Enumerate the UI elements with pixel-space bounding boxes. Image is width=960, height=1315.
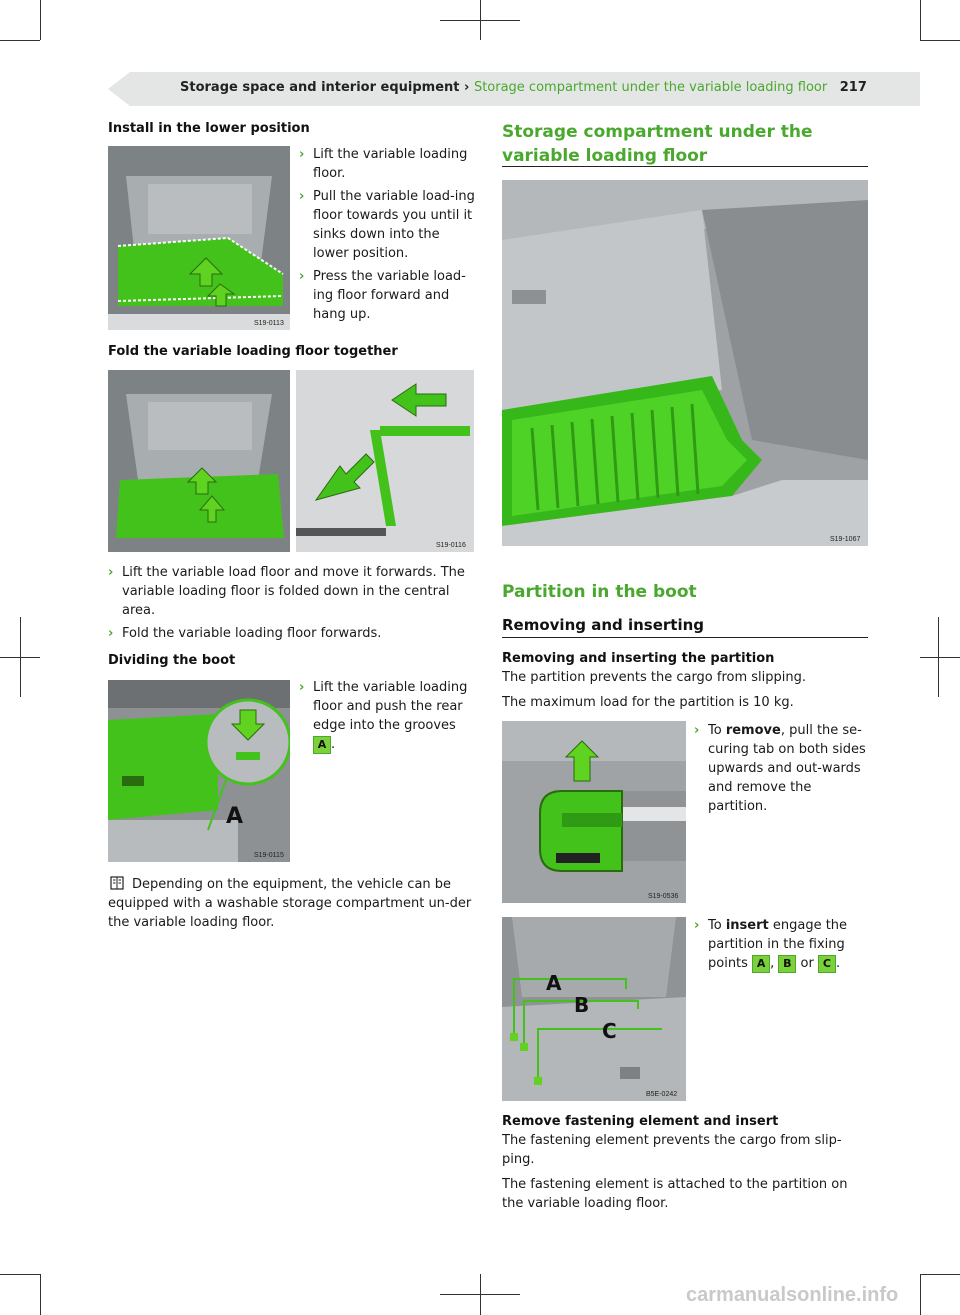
crop-mark [0,40,40,41]
figure-code: B5E-0242 [646,1091,678,1098]
list-item: ›Lift the variable load floor and move i… [108,565,465,618]
figure-storage-compartment: S19-1067 [502,180,868,546]
list-item: ›Pull the variable load-ing floor toward… [299,189,475,261]
crop-mark [920,1274,960,1275]
fasten-block: Remove fastening element and insert The … [502,1112,868,1213]
crop-mark [40,0,41,40]
page-number: 217 [839,80,867,95]
subtitle-rule [502,637,868,638]
figure-fold-photo [108,370,290,552]
crop-mark [920,1274,921,1315]
key-a: A [752,954,771,973]
divide-heading: Dividing the boot [108,653,236,668]
list-item: ›Lift the variable loading floor. [299,147,468,181]
header-tab-shape [108,72,920,106]
header-section: Storage space and interior equipment [180,80,460,95]
crop-mark [40,1274,41,1315]
remove-insert-text2: The maximum load for the partition is 10… [502,695,794,710]
list-item: ›To insert engage the partition in the f… [694,918,848,973]
info-book-icon [110,876,124,890]
list-item: ›Press the variable load-ing floor forwa… [299,269,466,322]
note: Depending on the equipment, the vehicle … [108,875,474,932]
fold-heading: Fold the variable loading floor together [108,344,398,359]
watermark: carmanualsonline.info [686,1284,899,1306]
list-item: ›To remove, pull the se-curing tab on bo… [694,723,866,814]
install-steps: ›Lift the variable loading floor. ›Pull … [299,145,477,328]
list-item: ›Lift the variable loading floor and pus… [299,680,468,754]
crop-mark [20,617,21,697]
remove-insert-block: Removing and inserting the partition The… [502,649,868,712]
figure-code: S19-0536 [648,893,679,900]
figure-code: S19-0113 [254,320,284,327]
partition-subtitle: Removing and inserting [502,616,705,634]
key-a: A [313,735,331,754]
crop-mark [480,0,481,40]
fixing-label-c: C [602,1019,617,1043]
running-header: Storage space and interior equipment › S… [180,80,867,95]
crop-mark [0,1274,40,1275]
crop-mark [920,40,960,41]
list-item: ›Fold the variable loading floor forward… [108,626,382,641]
remove-steps: ›To remove, pull the se-curing tab on bo… [694,721,872,820]
figure-install-lower: S19-0113 [108,146,290,330]
fasten-heading: Remove fastening element and insert [502,1114,779,1129]
section-title: Storage compartment under the variable l… [502,122,813,166]
fixing-label-a: A [546,971,562,995]
figure-fold-diagram: S19-0116 [296,370,474,552]
install-heading: Install in the lower position [108,121,310,136]
key-c: C [817,954,836,973]
fasten-text2: The fastening element is attached to the… [502,1177,848,1211]
figure-label-a: A [226,804,244,829]
figure-code: S19-1067 [830,536,861,543]
fixing-label-b: B [574,993,590,1017]
key-b: B [778,954,797,973]
figure-code: S19-0115 [254,852,284,859]
insert-steps: ›To insert engage the partition in the f… [694,916,872,977]
remove-insert-text1: The partition prevents the cargo from sl… [502,670,807,685]
figure-partition-tab: S19-0536 [502,721,686,903]
title-rule [502,166,868,167]
crop-mark [480,1274,481,1315]
crop-mark [920,657,960,658]
figure-divide-boot: A S19-0115 [108,680,290,862]
header-separator: › [464,80,470,95]
fasten-text1: The fastening element prevents the cargo… [502,1133,842,1167]
note-text: Depending on the equipment, the vehicle … [108,877,472,930]
remove-insert-heading: Removing and inserting the partition [502,651,775,666]
partition-title: Partition in the boot [502,582,697,602]
crop-mark [938,617,939,697]
figure-fixing-points: A B C B5E-0242 [502,917,686,1101]
fold-steps: ›Lift the variable load floor and move i… [108,563,474,647]
figure-code: S19-0116 [436,542,466,549]
divide-steps: ›Lift the variable loading floor and pus… [299,678,477,758]
crop-mark [920,0,921,40]
header-subsection: Storage compartment under the variable l… [473,80,828,95]
